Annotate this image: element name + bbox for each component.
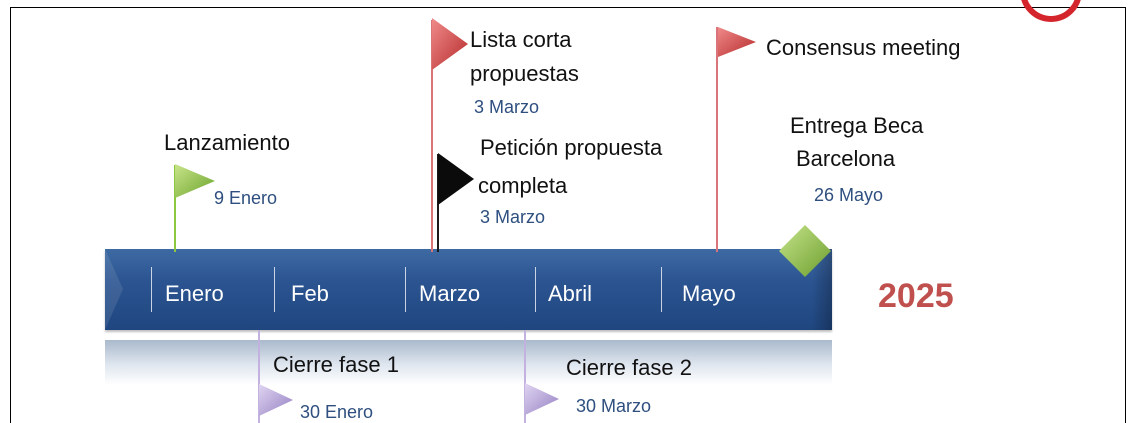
frame-left-border	[10, 7, 11, 423]
milestone-date-entrega: 26 Mayo	[814, 185, 884, 205]
milestone-title-peticion-line2: completa	[478, 173, 568, 198]
lista-corta-flag-pole	[431, 20, 433, 252]
frame-right-border	[1125, 7, 1126, 423]
month-divider	[405, 267, 406, 312]
black-flag-icon	[438, 153, 474, 205]
green-flag-icon	[175, 164, 215, 198]
year-label: 2025	[878, 277, 954, 315]
milestone-date-peticion: 3 Marzo	[480, 207, 546, 227]
red-circle-logo-icon	[1020, 0, 1082, 22]
month-divider	[535, 267, 536, 312]
timeline-bar-left-cap	[105, 249, 123, 330]
milestone-title-cierre-fase-1: Cierre fase 1	[273, 352, 399, 377]
month-label-feb: Feb	[291, 281, 329, 306]
month-divider	[151, 267, 152, 312]
purple-flag-icon	[259, 384, 293, 416]
milestone-date-cierre-fase-1: 30 Enero	[300, 402, 374, 422]
cierre-fase-1-flag-pole	[258, 330, 260, 423]
month-label-mayo: Mayo	[682, 281, 736, 306]
cierre-fase-2-flag-pole	[524, 330, 526, 423]
milestone-title-entrega-line1: Entrega Beca	[790, 113, 924, 138]
milestone-date-cierre-fase-2: 30 Marzo	[576, 396, 652, 416]
month-divider	[274, 267, 275, 312]
purple-flag-icon	[525, 383, 559, 415]
lanzamiento-flag-pole	[174, 165, 176, 252]
milestone-title-lista-corta-line2: propuestas	[470, 61, 579, 86]
timeline-reflection	[105, 340, 832, 385]
milestone-title-entrega-line2: Barcelona	[796, 146, 896, 171]
milestone-date-lanzamiento: 9 Enero	[214, 188, 278, 208]
milestone-title-cierre-fase-2: Cierre fase 2	[566, 355, 692, 380]
red-flag-icon	[718, 27, 756, 57]
green-diamond-icon	[779, 225, 831, 277]
timeline-bar-right-cap	[812, 249, 832, 330]
consensus-flag-pole	[716, 27, 718, 252]
month-label-marzo: Marzo	[419, 281, 481, 306]
milestone-date-lista-corta: 3 Marzo	[474, 97, 540, 117]
month-label-abril: Abril	[548, 281, 593, 306]
red-flag-icon	[432, 18, 468, 70]
milestone-title-lista-corta-line1: Lista corta	[470, 27, 572, 52]
month-label-enero: Enero	[165, 281, 224, 306]
milestone-title-lanzamiento: Lanzamiento	[164, 130, 290, 155]
milestone-title-peticion-line1: Petición propuesta	[480, 135, 663, 160]
milestone-title-consensus: Consensus meeting	[766, 35, 961, 60]
timeline-bar	[105, 249, 832, 330]
month-divider	[661, 267, 662, 312]
frame-top-border	[10, 7, 1126, 8]
